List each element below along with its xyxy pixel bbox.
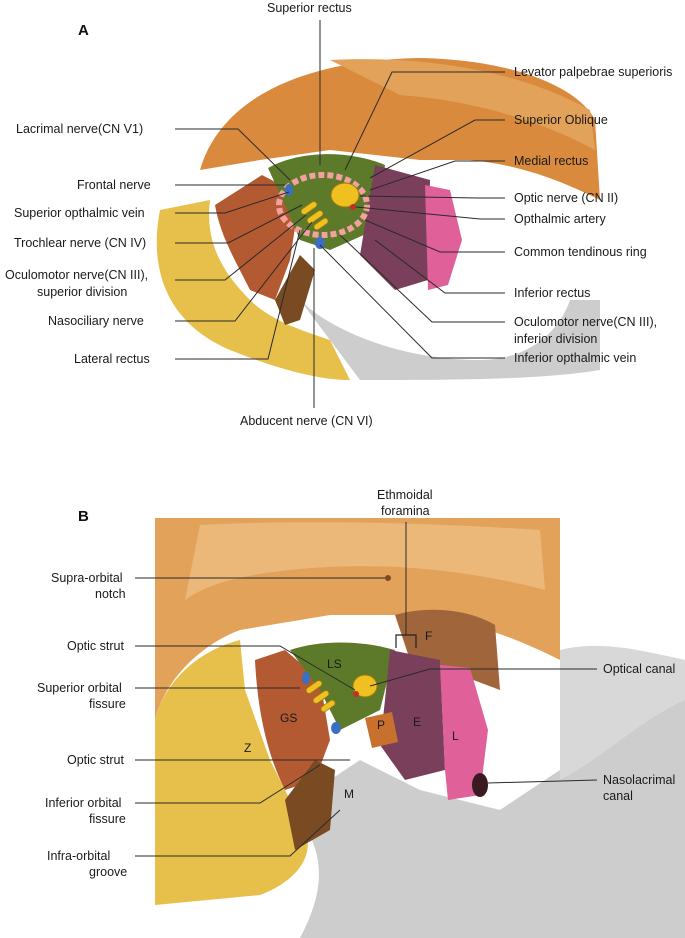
label-iof-line1: Inferior orbital <box>45 796 121 810</box>
label-sof-line1: Superior orbital <box>37 681 122 695</box>
maxilla-bone-b <box>300 680 685 938</box>
supraorbital-notch-b <box>385 575 391 581</box>
bone-label-z: Z <box>244 741 251 755</box>
label-superior-rectus: Superior rectus <box>267 1 352 15</box>
optical-canal-b <box>352 674 378 698</box>
label-optic-strut-upper: Optic strut <box>67 639 124 653</box>
ethmoid-b <box>380 650 445 780</box>
panel-b-letter: B <box>78 508 89 525</box>
label-common-tendinous-ring: Common tendinous ring <box>514 245 647 259</box>
label-inferior-ophthalmic-vein: Inferior opthalmic vein <box>514 351 636 365</box>
label-oculomotor-superior-line1: Oculomotor nerve(CN III), <box>5 268 148 282</box>
label-oculomotor-inferior-line1: Oculomotor nerve(CN III), <box>514 315 657 329</box>
label-nasolacrimal-line1: Nasolacrimal <box>603 773 675 787</box>
frontal-orbital-roof-b <box>395 609 500 690</box>
bone-label-m: M <box>344 787 354 801</box>
bone-label-p: P <box>377 718 385 732</box>
inferior-ophthalmic-vein-a <box>315 237 325 249</box>
nasolacrimal-canal-b <box>472 773 488 797</box>
vein-lower-b <box>331 722 341 734</box>
superior-ophthalmic-vein-a <box>285 184 293 196</box>
label-ethmoidal-line2: foramina <box>381 504 430 518</box>
bone-label-l: L <box>452 729 459 743</box>
label-abducent-nerve: Abducent nerve (CN VI) <box>240 414 373 428</box>
label-iof-line2: fissure <box>89 812 126 826</box>
optical-canal-artery-b <box>353 691 359 697</box>
optic-nerve-a <box>330 182 360 208</box>
label-infraorbital-line2: groove <box>89 865 127 879</box>
panel-a-labels: Superior rectus Levator palpebrae superi… <box>5 1 672 428</box>
label-lacrimal-nerve: Lacrimal nerve(CN V1) <box>16 122 143 136</box>
greater-wing-a <box>215 175 300 300</box>
label-inferior-rectus: Inferior rectus <box>514 286 590 300</box>
lacrimal-b <box>440 665 488 800</box>
bone-label-ls: LS <box>327 657 342 671</box>
label-supraorbital-line2: notch <box>95 587 126 601</box>
panel-a-illustration <box>156 58 600 380</box>
inferior-fissure-b <box>285 760 335 850</box>
lacrimal-a <box>425 185 462 290</box>
panel-a: A <box>5 1 672 428</box>
bone-label-e: E <box>413 715 421 729</box>
label-oculomotor-superior-line2: superior division <box>37 285 127 299</box>
label-frontal-nerve: Frontal nerve <box>77 178 151 192</box>
label-infraorbital-line1: Infra-orbital <box>47 849 110 863</box>
palatine-b <box>365 712 398 748</box>
frontal-bone-a-upper <box>330 59 595 150</box>
panel-b-illustration <box>155 518 685 938</box>
panel-a-leader-lines <box>175 20 505 408</box>
label-trochlear-nerve: Trochlear nerve (CN IV) <box>14 236 146 250</box>
label-medial-rectus: Medial rectus <box>514 154 588 168</box>
panel-b-labels: Ethmoidal foramina Supra-orbital notch O… <box>37 488 675 879</box>
bone-label-f: F <box>425 629 432 643</box>
label-nasociliary-nerve: Nasociliary nerve <box>48 314 144 328</box>
panel-a-letter: A <box>78 22 89 39</box>
label-ethmoidal-line1: Ethmoidal <box>377 488 433 502</box>
label-optical-canal: Optical canal <box>603 662 675 676</box>
maxilla-bone-a <box>300 300 600 380</box>
common-tendinous-ring-a <box>276 172 370 238</box>
bone-label-gs: GS <box>280 711 297 725</box>
label-optic-strut-lower: Optic strut <box>67 753 124 767</box>
nerves-b <box>305 680 336 713</box>
label-oculomotor-inferior-line2: inferior division <box>514 332 597 346</box>
panel-b-leader-lines <box>135 522 598 857</box>
nasal-region-b <box>560 645 685 780</box>
panel-b-bone-letters: F LS GS E L Z P M <box>244 629 459 801</box>
label-lateral-rectus: Lateral rectus <box>74 352 150 366</box>
zygomatic-bone-a <box>156 200 350 380</box>
label-sof-line2: fissure <box>89 697 126 711</box>
lesser-wing-b <box>290 642 395 730</box>
vein-upper-b <box>302 672 310 684</box>
inferior-fissure-a <box>275 255 315 325</box>
label-superior-ophthalmic-vein: Superior opthalmic vein <box>14 206 145 220</box>
label-ophthalmic-artery: Opthalmic artery <box>514 212 606 226</box>
label-nasolacrimal-line2: canal <box>603 789 633 803</box>
zygomatic-bone-b <box>155 640 308 905</box>
nerves-a <box>300 201 329 231</box>
label-optic-nerve: Optic nerve (CN II) <box>514 191 618 205</box>
panel-b: B <box>37 488 685 938</box>
label-supraorbital-line1: Supra-orbital <box>51 571 123 585</box>
label-superior-oblique: Superior Oblique <box>514 113 608 127</box>
label-levator: Levator palpebrae superioris <box>514 65 672 79</box>
frontal-bone-b-light <box>185 522 545 600</box>
ophthalmic-artery-a <box>350 204 356 210</box>
